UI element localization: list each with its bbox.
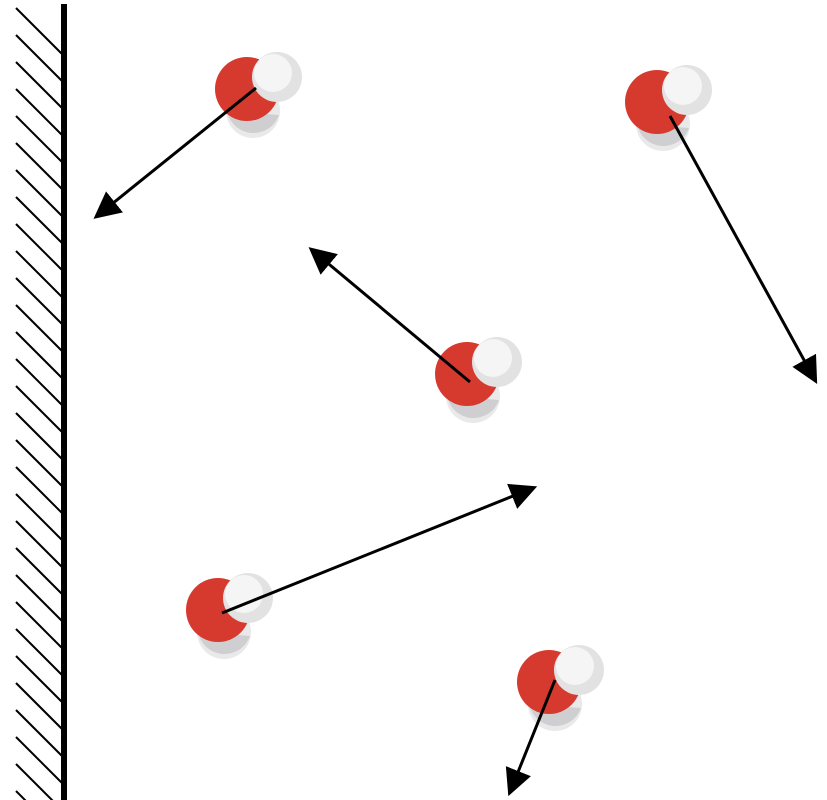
hatch-mark	[15, 304, 63, 352]
velocity-arrow	[93, 86, 257, 219]
water-molecule	[215, 52, 302, 138]
velocity-arrow	[668, 115, 818, 384]
wall	[15, 4, 67, 800]
hatch-mark	[15, 34, 63, 82]
hatch-mark	[15, 763, 54, 800]
hatch-mark	[15, 628, 63, 676]
hatch-mark	[15, 790, 27, 800]
hatch-mark	[15, 169, 63, 217]
hatch-mark	[15, 115, 63, 163]
hatch-mark	[15, 709, 63, 757]
hatch-mark	[15, 547, 63, 595]
hatch-mark	[15, 736, 63, 784]
velocity-arrow	[221, 483, 538, 615]
water-molecule	[517, 645, 604, 731]
velocity-arrow	[308, 247, 471, 384]
hatch-mark	[15, 466, 63, 514]
hatch-mark	[15, 7, 63, 55]
hatch-mark	[15, 520, 63, 568]
hatch-mark	[15, 655, 63, 703]
hatch-mark	[15, 331, 63, 379]
hatch-mark	[15, 439, 63, 487]
velocity-arrows	[93, 86, 818, 797]
hatch-mark	[15, 574, 63, 622]
hatch-mark	[15, 601, 63, 649]
velocity-arrow	[505, 679, 557, 797]
hatch-mark	[15, 277, 63, 325]
water-molecule	[186, 573, 273, 659]
hatch-mark	[15, 682, 63, 730]
hatch-mark	[15, 412, 63, 460]
hatch-mark	[15, 142, 63, 190]
hatch-mark	[15, 88, 63, 136]
hatch-mark	[15, 196, 63, 244]
hatch-mark	[15, 61, 63, 109]
hatch-mark	[15, 493, 63, 541]
wall-hatching	[15, 7, 63, 800]
water-molecule	[435, 337, 522, 423]
hatch-mark	[15, 358, 63, 406]
water-molecule	[625, 65, 712, 151]
hatch-mark	[15, 385, 63, 433]
hatch-mark	[15, 223, 63, 271]
hatch-mark	[15, 250, 63, 298]
